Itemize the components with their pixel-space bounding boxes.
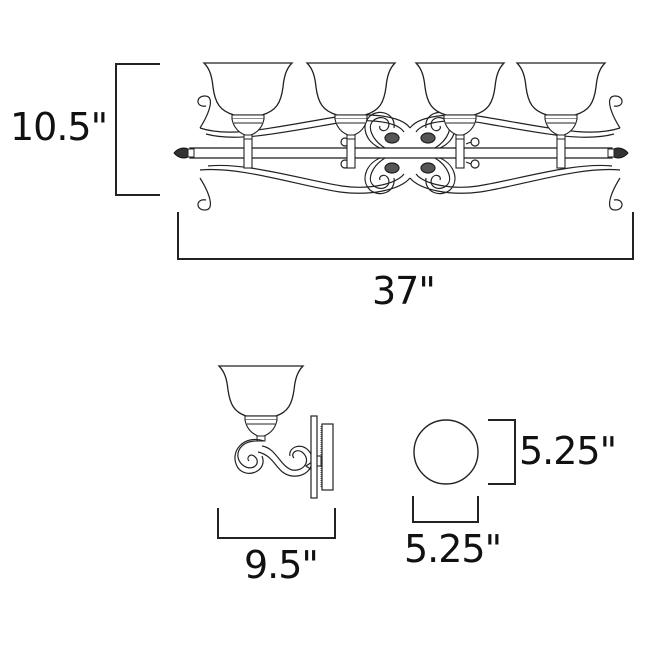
backplate-width-bracket bbox=[412, 496, 479, 523]
front-view bbox=[115, 62, 634, 260]
backplate-height-bracket bbox=[488, 419, 516, 485]
depth-label: 9.5" bbox=[244, 543, 319, 587]
light-1 bbox=[203, 62, 293, 169]
height-dimension-bracket bbox=[115, 63, 160, 196]
backplate-height-label: 5.25" bbox=[519, 429, 617, 473]
light-4 bbox=[516, 62, 606, 169]
light-2 bbox=[306, 62, 396, 169]
width-dimension-bracket bbox=[177, 212, 634, 260]
main-bar bbox=[173, 147, 629, 159]
backplate-width-label: 5.25" bbox=[404, 527, 502, 571]
side-view bbox=[217, 365, 336, 539]
backplate-circle bbox=[413, 419, 479, 485]
light-3 bbox=[415, 62, 505, 169]
width-label: 37" bbox=[372, 269, 436, 313]
depth-dimension-bracket bbox=[217, 508, 336, 539]
backplate-view bbox=[412, 419, 516, 523]
height-label: 10.5" bbox=[10, 105, 108, 149]
center-scroll-ornament bbox=[340, 111, 480, 195]
